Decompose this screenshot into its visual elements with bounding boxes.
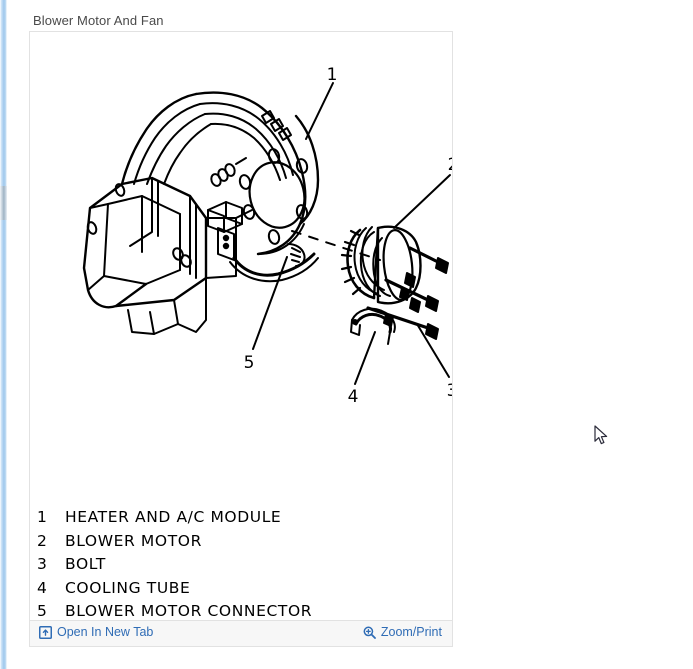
legend-label: BOLT (65, 555, 106, 573)
legend-item: 2 BLOWER MOTOR (37, 532, 447, 556)
legend-item: 1 HEATER AND A/C MODULE (37, 508, 447, 532)
legend-label: BLOWER MOTOR (65, 531, 202, 550)
zoom-print-link[interactable]: Zoom/Print (363, 625, 442, 639)
magnifier-plus-icon (363, 626, 376, 639)
mouse-pointer-icon (594, 425, 610, 447)
legend-item: 5 BLOWER MOTOR CONNECTOR (37, 602, 447, 626)
callout-5: 5 (244, 353, 255, 373)
parts-legend: 1 HEATER AND A/C MODULE 2 BLOWER MOTOR 3… (37, 508, 447, 626)
page-edge-strip (0, 0, 7, 669)
page-title: Blower Motor And Fan (33, 13, 164, 28)
callout-3: 3 (447, 381, 452, 401)
zoom-print-label: Zoom/Print (380, 625, 442, 639)
legend-item: 4 COOLING TUBE (37, 579, 447, 603)
diagram-image: 1 2 3 4 5 (30, 32, 452, 615)
legend-number: 2 (37, 531, 47, 550)
legend-label: COOLING TUBE (65, 578, 191, 597)
open-in-new-tab-link[interactable]: Open In New Tab (39, 625, 153, 639)
legend-number: 3 (37, 555, 47, 573)
legend-number: 5 (37, 602, 47, 620)
callout-1: 1 (327, 65, 338, 85)
panel-footer-bar: Open In New Tab Zoom/Print (30, 620, 452, 646)
legend-item: 3 BOLT (37, 555, 447, 579)
open-in-new-tab-label: Open In New Tab (57, 625, 154, 639)
legend-number: 1 (37, 508, 47, 526)
legend-label: BLOWER MOTOR CONNECTOR (65, 602, 313, 620)
callout-4: 4 (348, 387, 359, 407)
page-edge-strip-shade (0, 186, 7, 220)
illustration-panel: 1 2 3 4 5 1 HEATER AND A/C MODULE 2 BLOW… (29, 31, 453, 647)
legend-number: 4 (37, 578, 47, 597)
legend-label: HEATER AND A/C MODULE (65, 508, 282, 526)
callout-2: 2 (448, 155, 452, 175)
external-window-icon (39, 625, 52, 639)
